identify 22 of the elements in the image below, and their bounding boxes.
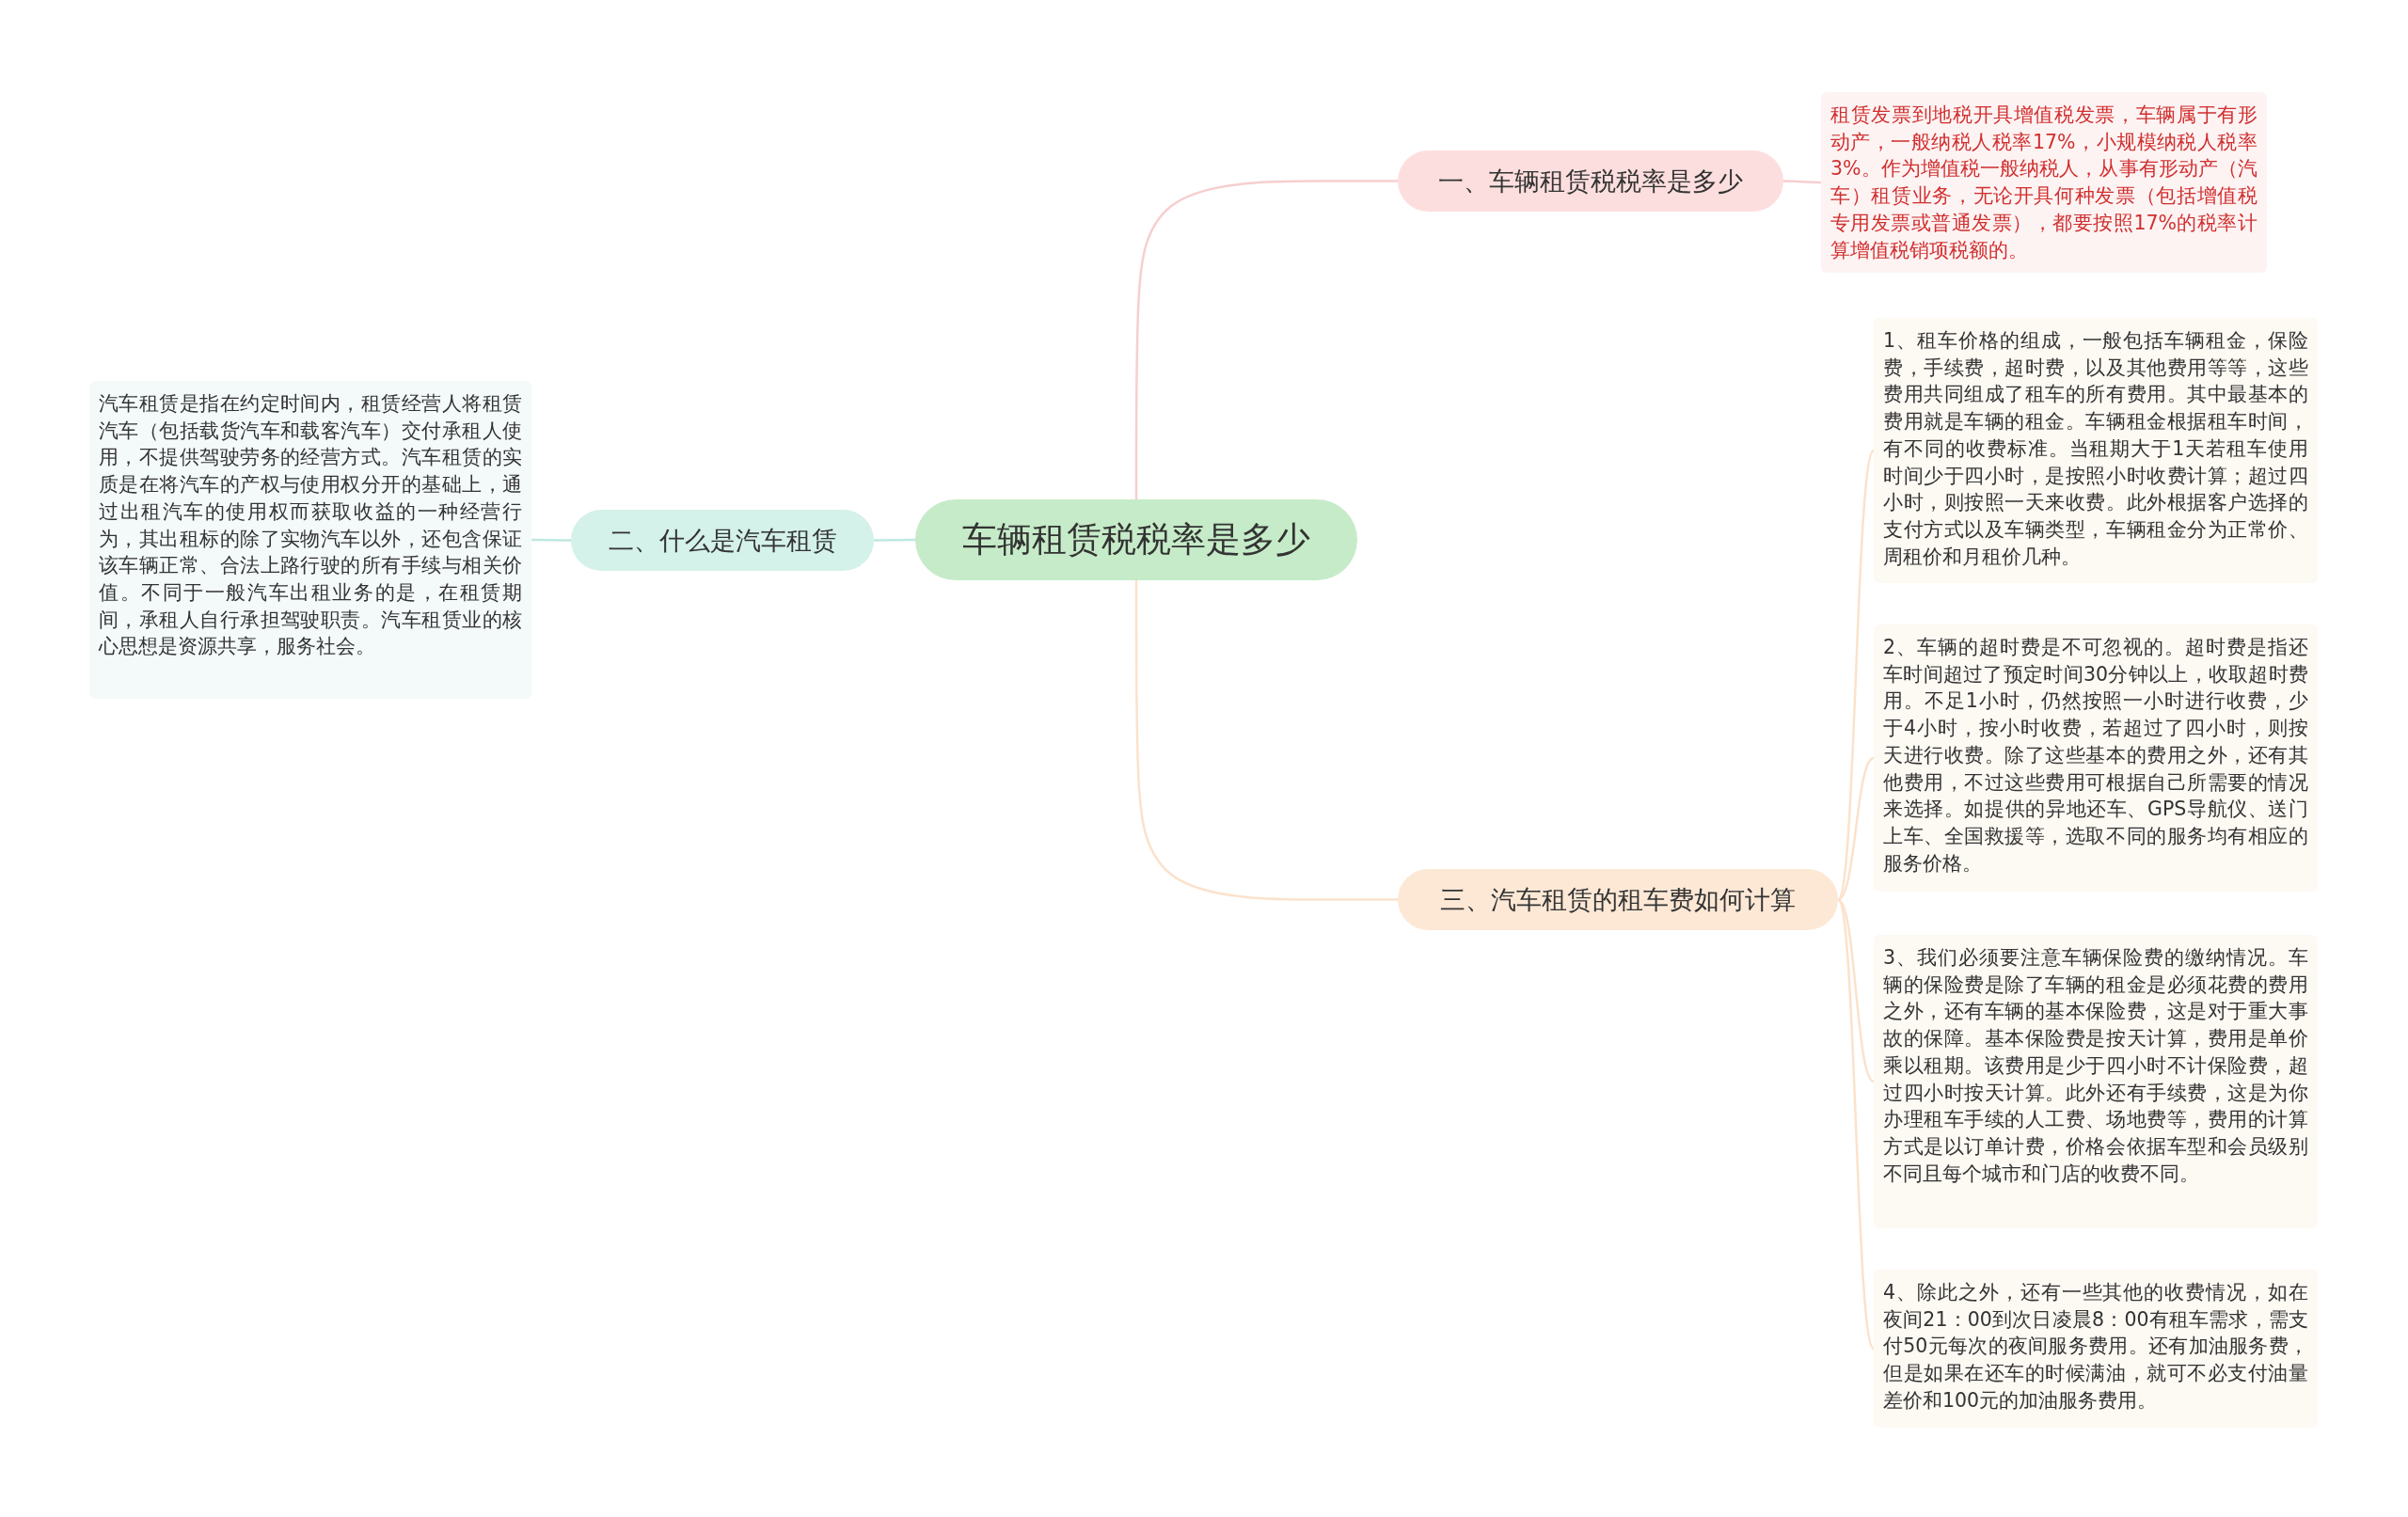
note-card xyxy=(1874,935,2318,1228)
note-text: 汽车租赁是指在约定时间内，租赁经营人将租赁汽车（包括载货汽车和载客汽车）交付承租人使用，不提供驾驶劳务的经营方式。汽车租赁的实质是在将汽车的产权与使用权分开的基础上，通过出租汽车的使用权而获取收益的一种经营行为，其出租标的除了实物汽车以外，还包含保证该车辆正常、合法上路行驶的所有手续与相关价值。不同于一般汽车出租业务的是，在租赁期间，承租人自行承担驾驶职责。汽车租赁业的核心思想是资源共享，服务社会。 xyxy=(99,391,522,660)
note-card xyxy=(1874,1270,2318,1428)
note-text: 2、车辆的超时费是不可忽视的。超时费是指还车时间超过了预定时间30分钟以上，收取超时费用。不足1小时，仍然按照一小时进行收费，少于4小时，按小时收费，若超过了四小时，则按天进行收费。除了这些基本的费用之外，还有其他费用，不过这些费用可根据自己所需要的情况来选择。如提供的异地还车、GPS导航仪、送门上车、全国救援等，选取不同的服务均有相应的服务价格。 xyxy=(1883,635,2308,877)
connector-line xyxy=(1836,898,1876,1350)
topic-label: 二、什么是汽车租赁 xyxy=(608,524,837,557)
note-text: 3、我们必须要注意车辆保险费的缴纳情况。车辆的保险费是除了车辆的租金是必须花费的费用之外，还有车辆的基本保险费，这是对于重大事故的保障。基本保险费是按天计算，费用是单价乘以租期。该费用是少于四小时不计保险费，超过四小时按天计算。此外还有手续费，这是为你办理租车手续的人工费、场地费等，费用的计算方式是以订单计费，价格会依据车型和会员级别不同且每个城市和门店的收费不同。 xyxy=(1883,945,2308,1187)
note-text: 4、除此之外，还有一些其他的收费情况，如在夜间21：00到次日凌晨8：00有租车需求，需支付50元每次的夜间服务费用。还有加油服务费，但是如果在还车的时候满油，就可不必支付油量差价和100元的加油服务费用。 xyxy=(1883,1280,2308,1414)
note-text: 租赁发票到地税开具增值税发票，车辆属于有形动产，一般纳税人税率17%，小规模纳税人税率3%。作为增值税一般纳税人，从事有形动产（汽车）租赁业务，无论开具何种发票（包括增值税专用发票或普通发票），都要按照17%的税率计算增值税销项税额的。 xyxy=(1830,103,2258,263)
note-text: 1、租车价格的组成，一般包括车辆租金，保险费，手续费，超时费，以及其他费用等等，这些费用共同组成了租车的所有费用。其中最基本的费用就是车辆的租金。车辆租金根据租车时间，有不同的收费标准。当租期大于1天若租车使用时间少于四小时，是按照小时收费计算；超过四小时，则按照一天来收费。此外根据客户选择的支付方式以及车辆类型，车辆租金分为正常价、周租价和月租价几种。 xyxy=(1883,328,2308,570)
connector-line xyxy=(1134,180,1398,499)
connector-line xyxy=(874,538,915,542)
connector-line xyxy=(1836,450,1876,901)
connector-line xyxy=(531,538,571,542)
connector-line xyxy=(1134,580,1398,901)
topic-label: 车辆租赁税税率是多少 xyxy=(962,518,1310,561)
connector-line xyxy=(1837,898,1875,1082)
connector-line xyxy=(1783,180,1821,184)
note-card xyxy=(89,381,531,699)
topic-label: 一、车辆租赁税税率是多少 xyxy=(1438,165,1743,198)
topic-label: 三、汽车租赁的租车费如何计算 xyxy=(1440,883,1796,916)
connector-line xyxy=(1837,756,1875,901)
